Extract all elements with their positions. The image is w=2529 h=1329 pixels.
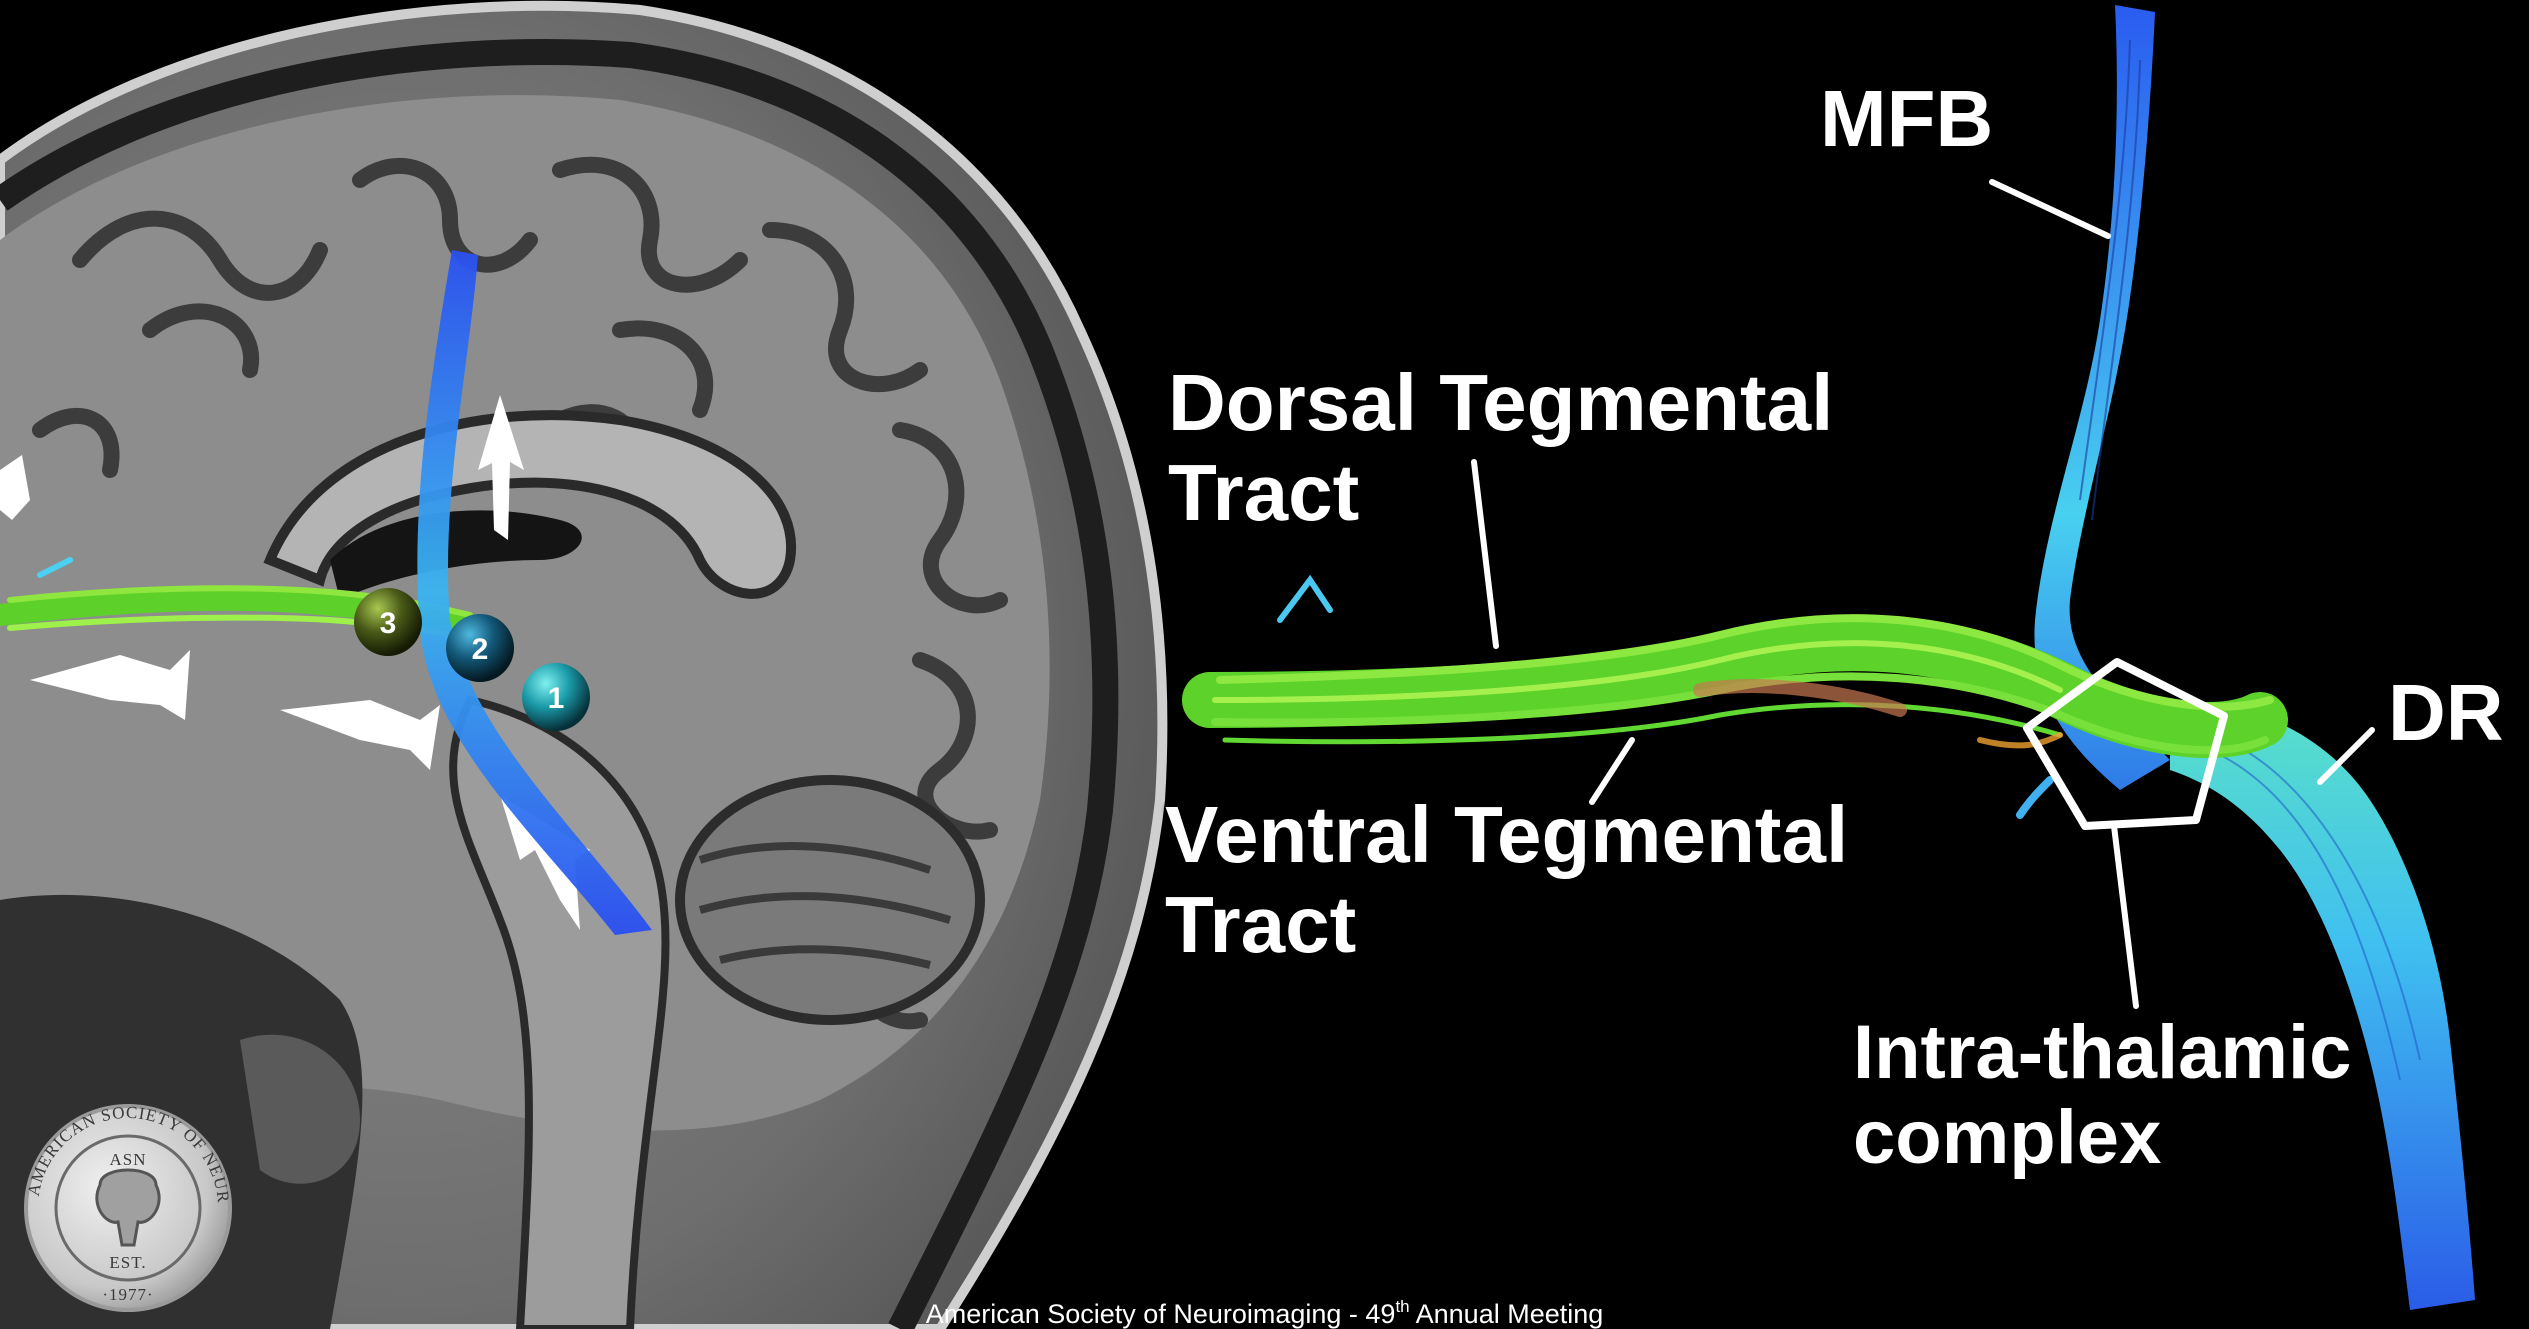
label-dorsal-line-1: Dorsal Tegmental [1168, 358, 1833, 448]
label-dr-text: DR [2388, 668, 2504, 757]
footer-ordinal: th [1395, 1297, 1409, 1316]
footer-text-main: American Society of Neuroimaging - 49 [926, 1299, 1396, 1329]
leader-intra [2114, 826, 2136, 1006]
label-dr: DR [2388, 668, 2504, 758]
dr-bundle [2170, 700, 2475, 1310]
marker-1: 1 [522, 663, 590, 731]
label-ventral-line-1: Ventral Tegmental [1165, 790, 1848, 880]
label-intra-line-2: complex [1853, 1095, 2351, 1180]
label-ventral-line-2: Tract [1165, 880, 1848, 970]
meeting-footer: American Society of Neuroimaging - 49th … [0, 1298, 2529, 1328]
label-ventral-tegmental-tract: Ventral Tegmental Tract [1165, 790, 1848, 969]
svg-text:2: 2 [472, 633, 489, 666]
svg-text:3: 3 [380, 607, 397, 640]
marker-3: 3 [354, 588, 422, 656]
svg-text:ASN: ASN [109, 1150, 146, 1169]
label-intra-line-1: Intra-thalamic [1853, 1010, 2351, 1095]
marker-2: 2 [446, 614, 514, 682]
label-dorsal-tegmental-tract: Dorsal Tegmental Tract [1168, 358, 1833, 537]
svg-text:1: 1 [548, 682, 565, 715]
svg-text:EST.: EST. [109, 1253, 146, 1272]
footer-text-end: Annual Meeting [1410, 1299, 1604, 1329]
label-dorsal-line-2: Tract [1168, 448, 1833, 538]
leader-mfb [1992, 182, 2108, 236]
label-mfb-text: MFB [1820, 74, 1993, 163]
label-intra-thalamic-complex: Intra-thalamic complex [1853, 1010, 2351, 1180]
label-mfb: MFB [1820, 74, 1993, 164]
